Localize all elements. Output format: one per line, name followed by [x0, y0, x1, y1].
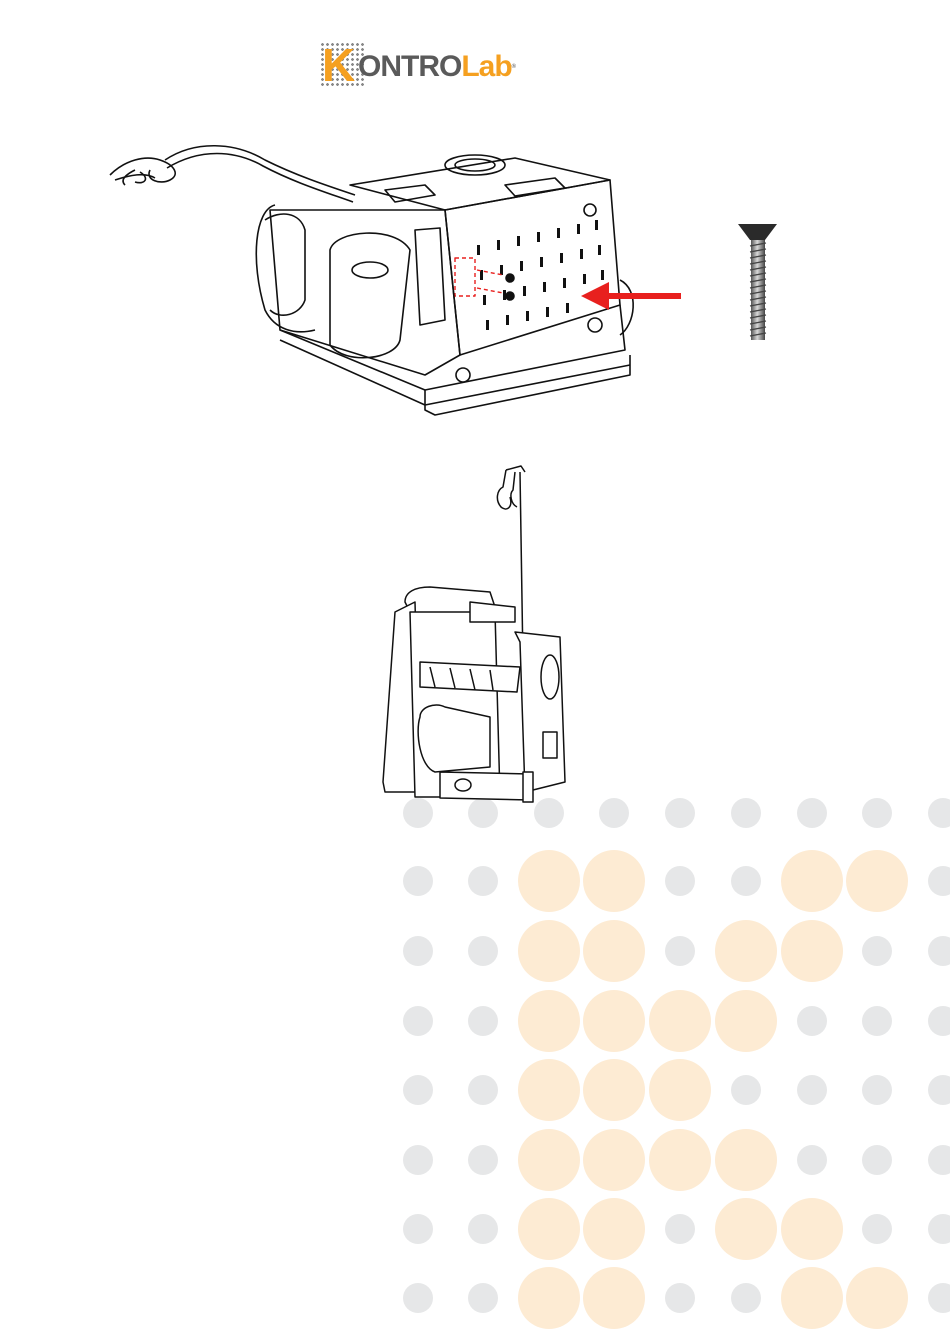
pattern-dot-orange: [715, 990, 777, 1052]
pattern-dot-grey: [731, 1075, 761, 1105]
pattern-dot-orange: [649, 1129, 711, 1191]
pattern-dot-grey: [468, 1006, 498, 1036]
pattern-dot-grey: [928, 866, 950, 896]
pattern-dot-grey: [468, 936, 498, 966]
pattern-dot-grey: [665, 798, 695, 828]
pattern-dot-orange: [781, 1267, 843, 1329]
pattern-dot-grey: [928, 1283, 950, 1313]
pattern-dot-grey: [797, 798, 827, 828]
pattern-dot-grey: [665, 1283, 695, 1313]
pattern-dot-orange: [846, 850, 908, 912]
pattern-dot-grey: [468, 866, 498, 896]
pattern-dot-orange: [781, 1198, 843, 1260]
kontrolab-logo: K ONTROLab®: [318, 40, 568, 90]
pattern-dot-orange: [583, 850, 645, 912]
pattern-dot-grey: [797, 1075, 827, 1105]
pattern-dot-orange: [518, 990, 580, 1052]
pattern-dot-grey: [731, 798, 761, 828]
pattern-dot-grey: [665, 936, 695, 966]
pattern-dot-orange: [518, 1267, 580, 1329]
pattern-dot-orange: [715, 920, 777, 982]
pattern-dot-grey: [403, 1145, 433, 1175]
pattern-dot-grey: [403, 1075, 433, 1105]
pattern-dot-orange: [846, 1267, 908, 1329]
screw-illustration: [735, 218, 780, 346]
pattern-dot-grey: [665, 1214, 695, 1244]
pattern-dot-grey: [928, 1145, 950, 1175]
pattern-dot-grey: [862, 1075, 892, 1105]
pattern-dot-orange: [649, 990, 711, 1052]
pattern-dot-orange: [518, 850, 580, 912]
pattern-dot-grey: [797, 1006, 827, 1036]
pattern-dot-grey: [468, 1145, 498, 1175]
pattern-dot-orange: [583, 990, 645, 1052]
pattern-dot-grey: [599, 798, 629, 828]
pattern-dot-orange: [518, 1059, 580, 1121]
pattern-dot-grey: [403, 1006, 433, 1036]
pattern-dot-grey: [797, 1145, 827, 1175]
logo-letter-k: K: [322, 40, 353, 90]
pattern-dot-orange: [781, 920, 843, 982]
pattern-dot-grey: [403, 936, 433, 966]
pattern-dot-grey: [468, 1214, 498, 1244]
pattern-dot-grey: [731, 1283, 761, 1313]
pattern-dot-orange: [781, 850, 843, 912]
pattern-dot-grey: [928, 1006, 950, 1036]
pattern-dot-orange: [649, 1059, 711, 1121]
logo-wordmark-lab: Lab: [461, 50, 511, 83]
pattern-dot-grey: [731, 866, 761, 896]
device-with-pole-illustration: [375, 462, 575, 807]
pattern-dot-orange: [583, 1129, 645, 1191]
pattern-dot-grey: [862, 798, 892, 828]
pattern-dot-grey: [468, 1075, 498, 1105]
pattern-dot-orange: [518, 1129, 580, 1191]
pattern-dot-orange: [518, 1198, 580, 1260]
pattern-dot-grey: [862, 1214, 892, 1244]
pattern-dot-orange: [583, 1267, 645, 1329]
logo-wordmark: ONTROLab®: [358, 50, 515, 84]
pattern-dot-grey: [928, 1075, 950, 1105]
red-arrow-indicator: [581, 282, 681, 310]
pattern-dot-grey: [468, 1283, 498, 1313]
pattern-dot-grey: [928, 798, 950, 828]
pattern-dot-grey: [862, 936, 892, 966]
pattern-dot-grey: [862, 1006, 892, 1036]
pattern-dot-grey: [665, 866, 695, 896]
pattern-dot-orange: [583, 1198, 645, 1260]
pattern-dot-orange: [518, 920, 580, 982]
pattern-dot-orange: [583, 1059, 645, 1121]
pattern-dot-grey: [862, 1145, 892, 1175]
device-rear-illustration: [105, 130, 705, 425]
pattern-dot-grey: [403, 1214, 433, 1244]
logo-registered-mark: ®: [512, 64, 515, 70]
pattern-dot-orange: [583, 920, 645, 982]
pattern-dot-grey: [928, 1214, 950, 1244]
pattern-dot-grey: [928, 936, 950, 966]
logo-wordmark-main: ONTRO: [358, 50, 461, 83]
pattern-dot-grey: [403, 866, 433, 896]
pattern-dot-grey: [403, 1283, 433, 1313]
pattern-dot-orange: [715, 1129, 777, 1191]
pattern-dot-orange: [715, 1198, 777, 1260]
